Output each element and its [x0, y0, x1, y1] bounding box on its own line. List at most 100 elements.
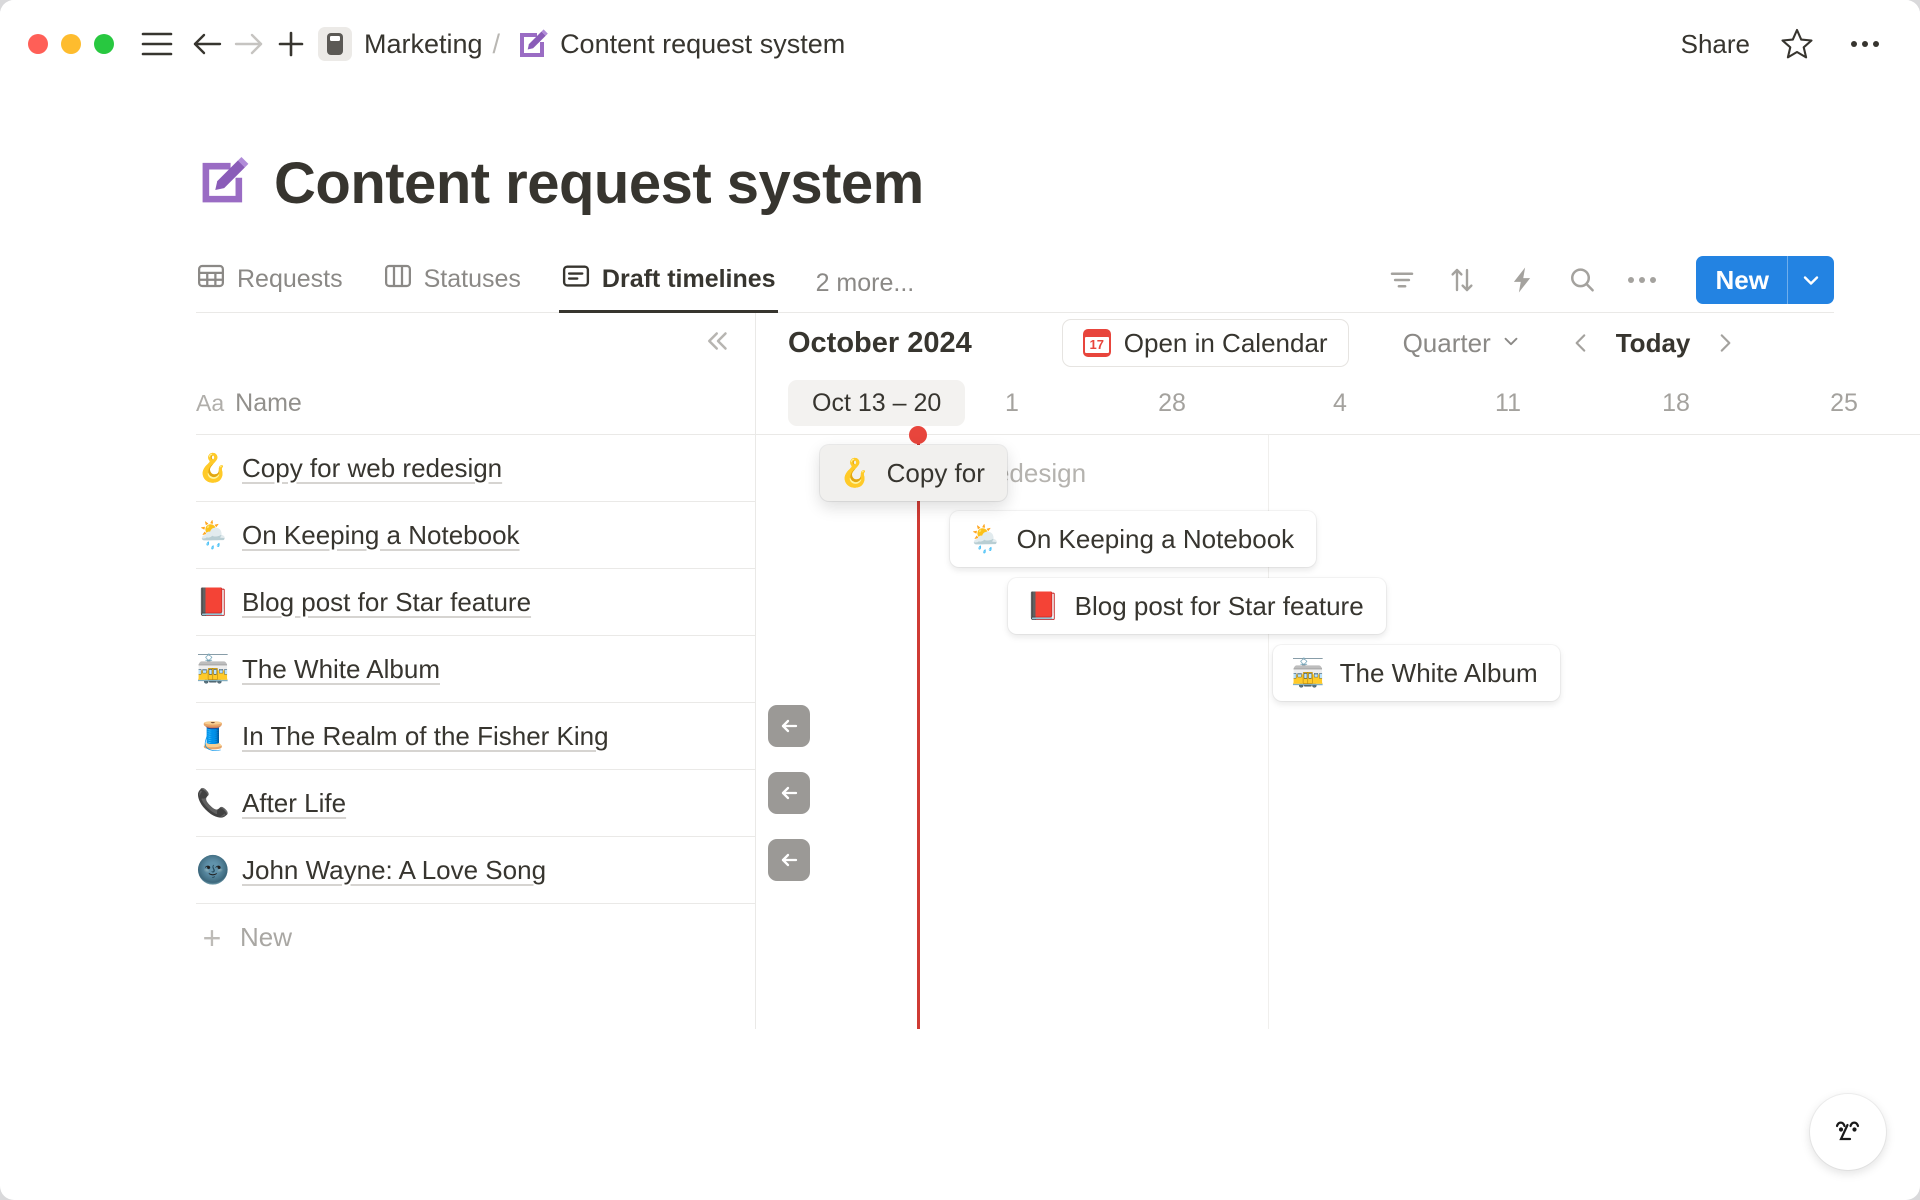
table-row[interactable]: 🧵 In The Realm of the Fisher King — [196, 703, 755, 770]
text-type-icon: Aa — [196, 390, 225, 416]
table-view-icon — [196, 261, 226, 298]
table-row[interactable]: 🚋 The White Album — [196, 636, 755, 703]
open-in-calendar-button[interactable]: 17 Open in Calendar — [1061, 319, 1349, 367]
chevron-down-icon[interactable] — [1788, 256, 1834, 304]
filter-icon[interactable] — [1384, 262, 1420, 298]
timeline-card-dragging[interactable]: 🪝 Copy for — [820, 445, 1007, 501]
assistant-button[interactable] — [1810, 1094, 1886, 1170]
new-button[interactable]: New — [1695, 256, 1834, 304]
timeline-navigation: Today — [1568, 328, 1739, 359]
sidebar-toggle-icon[interactable] — [136, 23, 178, 65]
name-column-label: Name — [235, 389, 302, 417]
plus-icon: + — [202, 919, 222, 956]
jump-to-item-button[interactable] — [768, 705, 810, 747]
share-button[interactable]: Share — [1680, 28, 1750, 59]
tab-requests[interactable]: Requests — [196, 261, 343, 312]
view-toolbar: New — [1384, 256, 1834, 312]
timeline-card[interactable]: 🚋 The White Album — [1273, 645, 1560, 701]
new-row-label: New — [240, 922, 293, 952]
today-marker-dot — [909, 426, 927, 444]
timeline-body[interactable]: 🪝 web redesign 🪝 Copy for 🌦️ On Keeping … — [756, 426, 1920, 1029]
thread-emoji: 🧵 — [196, 721, 230, 751]
page-title[interactable]: Content request system — [274, 151, 924, 216]
more-options-icon[interactable] — [1844, 23, 1886, 65]
hook-emoji: 🪝 — [196, 453, 230, 483]
timeline-view-icon — [561, 261, 591, 298]
tab-draft-timelines-label: Draft timelines — [601, 265, 776, 293]
sort-icon[interactable] — [1444, 262, 1480, 298]
ruler-tick: 18 — [1662, 389, 1690, 417]
new-button-divider — [1787, 256, 1788, 304]
table-row[interactable]: 🌦️ On Keeping a Notebook — [196, 502, 755, 569]
page-content: Content request system Requests Statuses — [0, 88, 1920, 1029]
title-bar: Marketing / Content request system Share — [0, 0, 1920, 88]
timeline-card[interactable]: 📕 Blog post for Star feature — [1008, 578, 1386, 634]
new-button-label: New — [1715, 264, 1769, 295]
double-chevron-left-icon[interactable] — [703, 326, 733, 361]
timeline-right-panel: October 2024 17 Open in Calendar Quarter — [756, 313, 1920, 1029]
memo-icon — [516, 27, 550, 61]
breadcrumb-separator: / — [492, 28, 501, 59]
maximize-window-button[interactable] — [94, 34, 114, 54]
row-name[interactable]: Blog post for Star feature — [242, 586, 532, 617]
view-tabs: Requests Statuses Draft timelines 2 more… — [196, 253, 1834, 313]
row-name[interactable]: Copy for web redesign — [242, 452, 503, 483]
jump-to-item-button[interactable] — [768, 772, 810, 814]
table-row[interactable]: 📕 Blog post for Star feature — [196, 569, 755, 636]
timeline-card-label: Blog post for Star feature — [1074, 590, 1364, 621]
timeline-card-label: The White Album — [1339, 657, 1538, 688]
window-controls[interactable] — [28, 34, 114, 54]
date-range-pill[interactable]: Oct 13 – 20 — [788, 380, 966, 426]
page-icon[interactable] — [318, 27, 352, 61]
row-name[interactable]: On Keeping a Notebook — [242, 519, 520, 550]
telephone-receiver-emoji: 📞 — [196, 788, 230, 818]
tab-draft-timelines[interactable]: Draft timelines — [558, 261, 778, 313]
plus-icon[interactable] — [270, 23, 312, 65]
back-arrow-icon[interactable] — [186, 23, 228, 65]
star-icon[interactable] — [1776, 23, 1818, 65]
today-button[interactable]: Today — [1615, 327, 1691, 358]
breadcrumb-parent[interactable]: Marketing — [364, 28, 483, 59]
timeline-card[interactable]: 🌦️ On Keeping a Notebook — [950, 511, 1317, 567]
ruler-tick: 28 — [1158, 389, 1186, 417]
search-icon[interactable] — [1564, 262, 1600, 298]
lightning-icon[interactable] — [1504, 262, 1540, 298]
tram-car-emoji: 🚋 — [196, 654, 230, 684]
table-row[interactable]: 🌚 John Wayne: A Love Song — [196, 837, 755, 904]
today-marker-line — [917, 435, 920, 1029]
chevron-left-icon[interactable] — [1568, 330, 1594, 356]
open-in-calendar-label: Open in Calendar — [1123, 327, 1328, 358]
page-title-icon[interactable] — [196, 153, 252, 214]
closed-book-emoji: 📕 — [1026, 591, 1060, 621]
calendar-icon: 17 — [1082, 329, 1111, 357]
view-more-options-icon[interactable] — [1624, 262, 1660, 298]
row-name[interactable]: John Wayne: A Love Song — [242, 854, 547, 885]
row-name[interactable]: After Life — [242, 787, 347, 818]
closed-book-emoji: 📕 — [196, 587, 230, 617]
left-panel-header — [196, 313, 755, 373]
tab-statuses[interactable]: Statuses — [383, 261, 521, 312]
minimize-window-button[interactable] — [61, 34, 81, 54]
jump-to-item-button[interactable] — [768, 839, 810, 881]
breadcrumb-current[interactable]: Content request system — [560, 28, 846, 59]
ruler-tick: 11 — [1495, 389, 1521, 417]
row-name[interactable]: The White Album — [242, 653, 440, 684]
forward-arrow-icon[interactable] — [228, 23, 270, 65]
timeline-zoom-select[interactable]: Quarter — [1403, 328, 1522, 359]
chevron-right-icon[interactable] — [1712, 330, 1738, 356]
timeline-left-panel: Aa Name 🪝 Copy for web redesign 🌦️ On Ke… — [196, 313, 756, 1029]
timeline-board: Aa Name 🪝 Copy for web redesign 🌦️ On Ke… — [196, 313, 1920, 1029]
name-column-header[interactable]: Aa Name — [196, 373, 755, 435]
table-row[interactable]: 📞 After Life — [196, 770, 755, 837]
close-window-button[interactable] — [28, 34, 48, 54]
hook-emoji: 🪝 — [838, 458, 872, 488]
tab-more-button[interactable]: 2 more... — [815, 269, 915, 297]
timeline-card-label: Copy for — [886, 457, 985, 488]
timeline-ruler: Oct 13 – 20 1 28 4 11 18 25 — [756, 373, 1920, 435]
row-name[interactable]: In The Realm of the Fisher King — [242, 720, 609, 751]
titlebar-actions: Share — [1681, 23, 1894, 65]
table-row[interactable]: 🪝 Copy for web redesign — [196, 435, 755, 502]
new-row-button[interactable]: + New — [196, 904, 755, 971]
board-view-icon — [383, 261, 413, 298]
